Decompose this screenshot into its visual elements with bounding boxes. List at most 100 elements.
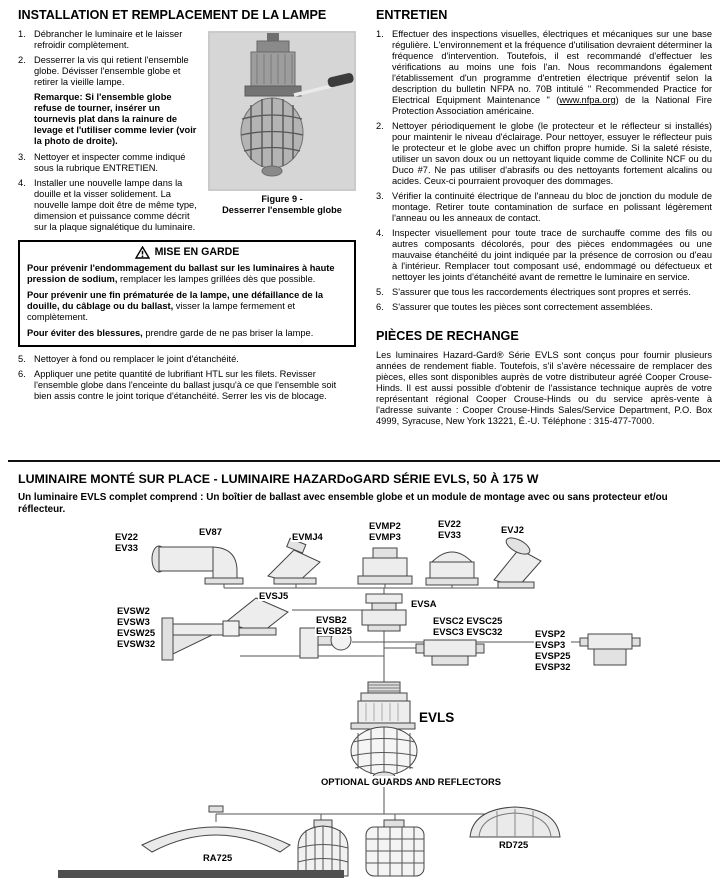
install-step-6: 6. Appliquer une petite quantité de lubri… bbox=[18, 369, 356, 402]
warning-icon bbox=[134, 246, 150, 259]
evsa-drawing bbox=[361, 593, 407, 632]
step-number: 1. bbox=[376, 29, 384, 39]
diagram-label-ev87: EV87 bbox=[198, 526, 223, 537]
ra725-drawing bbox=[141, 805, 291, 853]
step-text: Effectuer des inspections visuelles, éle… bbox=[392, 29, 712, 105]
step-number: 5. bbox=[376, 287, 384, 297]
warning-title-row: MISE EN GARDE bbox=[27, 246, 347, 259]
optional-guards-title: OPTIONAL GUARDS AND REFLECTORS bbox=[320, 776, 503, 787]
remark-label: Remarque: bbox=[34, 92, 83, 102]
parts-diagram-art bbox=[58, 537, 641, 878]
evls-drawing bbox=[350, 681, 418, 783]
install-step-3: 3. Nettoyer et inspecter comme indiqué so… bbox=[18, 152, 356, 174]
cage-guard-drawing bbox=[365, 819, 425, 877]
step-text: Inspecter visuellement pour toute trace … bbox=[392, 228, 712, 282]
maintenance-step-2: 2. Nettoyer périodiquement le globe (le p… bbox=[376, 121, 712, 187]
install-title: INSTALLATION ET REMPLACEMENT DE LA LAMPE bbox=[18, 8, 327, 22]
step-text: S'assurer que tous les raccordements éle… bbox=[392, 287, 691, 297]
warning-paragraph-1: Pour prévenir l'endommagement du ballast… bbox=[27, 263, 347, 285]
ev87-drawing bbox=[151, 545, 244, 585]
warning-box: MISE EN GARDE Pour prévenir l'endommagem… bbox=[18, 240, 356, 347]
step-text: Desserrer la vis qui retient l'ensemble … bbox=[34, 55, 189, 87]
step-text: Nettoyer périodiquement le globe (le pro… bbox=[392, 121, 712, 186]
ev22-ev33-drawing bbox=[425, 551, 479, 586]
diagram-label-evj2: EVJ2 bbox=[500, 524, 525, 535]
maintenance-step-5: 5. S'assurer que tous les raccordements é… bbox=[376, 287, 712, 298]
maintenance-title: ENTRETIEN bbox=[376, 8, 448, 22]
warning-title: MISE EN GARDE bbox=[154, 246, 240, 258]
maintenance-step-6: 6. S'assurer que toutes les pièces sont c… bbox=[376, 302, 712, 313]
assembly-title: LUMINAIRE MONTÉ SUR PLACE - LUMINAIRE HA… bbox=[18, 472, 539, 486]
figure-9-caption: Figure 9 - Desserrer l'ensemble globe bbox=[208, 194, 356, 216]
warning-bold: Pour prévenir l'endommagement du ballast… bbox=[27, 263, 335, 284]
step-number: 1. bbox=[18, 29, 26, 39]
diagram-connectors bbox=[215, 582, 580, 824]
step-number: 4. bbox=[18, 178, 26, 188]
diagram-label-evsb: EVSB2 EVSB25 bbox=[315, 614, 353, 636]
diagram-label-evsw: EVSW2 EVSW3 EVSW25 EVSW32 bbox=[116, 605, 157, 649]
dome-guard-drawing bbox=[297, 819, 349, 877]
step-number: 6. bbox=[18, 369, 26, 379]
install-step-5: 5. Nettoyer à fond ou remplacer le joint … bbox=[18, 354, 356, 365]
step-text: ) de la National Fire Protection Associa… bbox=[392, 95, 712, 116]
evj2-drawing bbox=[493, 537, 542, 589]
step-number: 2. bbox=[376, 121, 384, 131]
diagram-label-evsj5: EVSJ5 bbox=[258, 590, 290, 601]
step-number: 2. bbox=[18, 55, 26, 65]
assembly-section: LUMINAIRE MONTÉ SUR PLACE - LUMINAIRE HA… bbox=[0, 462, 728, 880]
warning-regular: visser la lampe fermement et complètemen… bbox=[27, 301, 296, 322]
evsw-drawing bbox=[161, 617, 240, 661]
step-text: Nettoyer à fond ou remplacer le joint d'… bbox=[34, 354, 239, 364]
maintenance-step-1: 1. Effectuer des inspections visuelles, é… bbox=[376, 29, 712, 117]
maintenance-step-4: 4. Inspecter visuellement pour toute trac… bbox=[376, 228, 712, 283]
cutoff-band bbox=[58, 870, 344, 878]
install-remark: Remarque: Si l'ensemble globe refuse de … bbox=[34, 92, 356, 147]
step-number: 3. bbox=[376, 191, 384, 201]
luminaire-photo-art bbox=[240, 33, 354, 177]
step-number: 6. bbox=[376, 302, 384, 312]
warning-bold: Pour prévenir une fin prématurée de la l… bbox=[27, 290, 324, 311]
warning-paragraph-3: Pour éviter des blessures, prendre garde… bbox=[27, 328, 347, 339]
diagram-label-evsc: EVSC2 EVSC25 EVSC3 EVSC32 bbox=[432, 615, 504, 637]
diagram-label-ev22-ev33-right: EV22 EV33 bbox=[437, 518, 462, 540]
diagram-label-ev22-ev33-left: EV22 EV33 bbox=[114, 531, 139, 553]
diagram-label-evsp: EVSP2 EVSP3 EVSP25 EVSP32 bbox=[534, 628, 572, 672]
warning-regular: prendre garde de ne pas briser la lampe. bbox=[142, 328, 314, 338]
evmj4-drawing bbox=[267, 537, 321, 585]
step-text: Appliquer une petite quantité de lubrifi… bbox=[34, 369, 337, 401]
warning-regular: remplacer les lampes grillées dès que po… bbox=[117, 274, 316, 284]
assembly-subtitle: Un luminaire EVLS complet comprend : Un … bbox=[18, 492, 668, 515]
figure-9: Figure 9 - Desserrer l'ensemble globe bbox=[208, 31, 356, 216]
remark-text: Si l'ensemble globe refuse de tourner, i… bbox=[34, 92, 197, 146]
manual-page-top: INSTALLATION ET REMPLACEMENT DE LA LAMPE bbox=[18, 8, 712, 427]
install-section: INSTALLATION ET REMPLACEMENT DE LA LAMPE bbox=[18, 8, 356, 406]
step-text: Vérifier la continuité électrique de l'a… bbox=[392, 191, 712, 223]
figure-9-photo bbox=[208, 31, 356, 191]
evsc-drawing bbox=[415, 639, 485, 666]
diagram-label-ra725: RA725 bbox=[202, 852, 234, 863]
spare-parts-text: Les luminaires Hazard-Gard® Série EVLS s… bbox=[376, 350, 712, 426]
parts-diagram: EV22 EV33 EV87 EVMJ4 EVMP2 EVMP3 EV22 EV… bbox=[0, 518, 728, 880]
rd725-drawing bbox=[469, 806, 561, 838]
nfpa-link[interactable]: www.nfpa.org bbox=[559, 95, 616, 105]
warning-bold: Pour éviter des blessures, bbox=[27, 328, 143, 338]
diagram-label-evsa: EVSA bbox=[410, 598, 438, 609]
warning-paragraph-2: Pour prévenir une fin prématurée de la l… bbox=[27, 290, 347, 323]
diagram-label-evls: EVLS bbox=[418, 710, 456, 725]
figure-caption-line1: Figure 9 - bbox=[261, 194, 303, 204]
spare-parts-title: PIÈCES DE RECHANGE bbox=[376, 329, 519, 343]
install-step-2: 2. Desserrer la vis qui retient l'ensembl… bbox=[18, 55, 356, 88]
step-text: S'assurer que toutes les pièces sont cor… bbox=[392, 302, 653, 312]
evmp-drawing bbox=[357, 547, 413, 585]
figure-caption-line2: Desserrer l'ensemble globe bbox=[222, 205, 342, 215]
step-number: 3. bbox=[18, 152, 26, 162]
maintenance-step-3: 3. Vérifier la continuité électrique de l… bbox=[376, 191, 712, 224]
install-step-4: 4.Installer une nouvelle lampe dans la d… bbox=[18, 178, 356, 233]
step-text: Nettoyer et inspecter comme indiqué sous… bbox=[34, 152, 186, 173]
diagram-label-rd725: RD725 bbox=[498, 839, 530, 850]
maintenance-section: ENTRETIEN 1. Effectuer des inspections vi… bbox=[376, 8, 712, 427]
diagram-label-evmp: EVMP2 EVMP3 bbox=[368, 520, 402, 542]
diagram-label-evmj4: EVMJ4 bbox=[291, 531, 324, 542]
step-number: 4. bbox=[376, 228, 384, 238]
step-number: 5. bbox=[18, 354, 26, 364]
